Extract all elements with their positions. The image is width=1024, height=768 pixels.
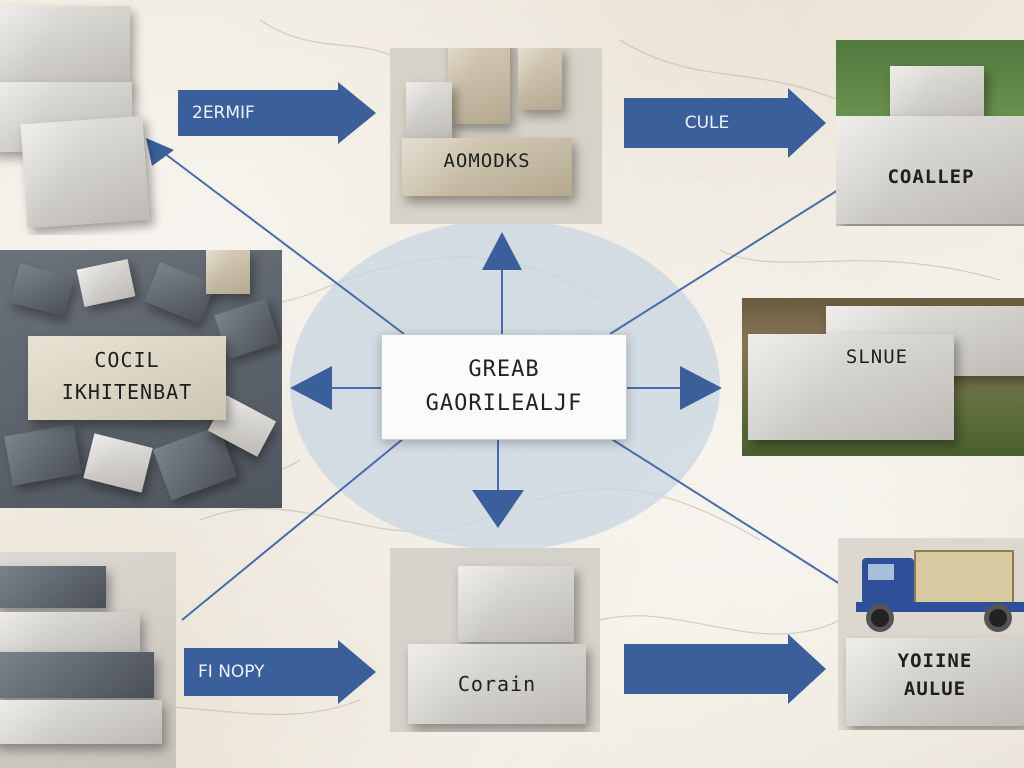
arrowhead-down [472, 490, 524, 528]
line-to-bottom-left [181, 437, 405, 621]
stage-label-left-middle-line1: COCIL [94, 348, 160, 372]
stone-stack-top-left [0, 0, 165, 235]
stage-label-right-middle: SLNUE [845, 346, 909, 368]
stone-block [448, 48, 510, 124]
stone-slab [408, 644, 586, 724]
arrow-banner-bottom-left: FI NOPY [184, 648, 338, 696]
stone-slab [0, 612, 140, 652]
arrow-banner-bottom-right [624, 644, 790, 694]
arrowhead-left [290, 366, 332, 410]
arrow-head-bottom-right [788, 634, 826, 704]
arrow-label-top-right: CULE [684, 113, 730, 133]
stone-block [406, 82, 452, 140]
arrow-label-bottom-left: FI NOPY [198, 662, 265, 682]
stone-slab [0, 700, 162, 744]
stone-block [458, 566, 574, 642]
stone-block [20, 115, 150, 229]
stage-label-top-middle: AOMODKS [443, 150, 531, 172]
truck-icon [856, 544, 1024, 634]
arrow-head-bottom-left [338, 640, 376, 704]
rubble-stone [76, 259, 136, 307]
stone-slab [836, 116, 1024, 224]
rubble-stone [206, 250, 250, 294]
line-to-bottom-right [609, 437, 841, 585]
arrow-head-top-right [788, 88, 826, 158]
line-to-top-right [609, 189, 839, 335]
line-to-top-left [159, 149, 405, 335]
arrowhead-up [482, 232, 522, 270]
stage-label-bottom-right-line2: AULUE [903, 678, 967, 700]
stage-label-left-middle-line2: IKHITENBAT [61, 380, 193, 404]
rubble-stone [83, 433, 153, 493]
rubble-stone [9, 263, 75, 317]
stone-stack-bottom-left [0, 552, 176, 768]
stone-block [518, 48, 562, 110]
stone-slab [0, 652, 154, 698]
stage-panel-top-middle: AOMODKS [390, 48, 602, 224]
stage-label-bottom-right-line1: YOIINE [897, 650, 973, 672]
stone-slab [0, 566, 106, 608]
stage-panel-left-middle: COCIL IKHITENBAT [0, 250, 282, 508]
stone-slab [846, 638, 1024, 726]
arrow-banner-top-left: 2ERMIF [178, 90, 338, 136]
stage-panel-bottom-middle: Corain [390, 548, 600, 732]
stage-label-bottom-middle: Corain [457, 672, 537, 696]
stone-slab [748, 334, 954, 440]
stage-panel-right-middle: SLNUE [742, 298, 1024, 456]
rubble-stone [144, 262, 216, 324]
connector-lines [159, 149, 841, 621]
arrowhead-right [680, 366, 722, 410]
stage-panel-top-right: COALLEP [836, 40, 1024, 226]
stone-slab [402, 138, 572, 196]
arrow-head-top-left [338, 82, 376, 144]
arrow-label-top-left: 2ERMIF [192, 103, 255, 123]
arrow-banner-top-right: CULE [624, 98, 790, 148]
center-title-line2: GAORILEALJF [425, 391, 583, 416]
stage-label-top-right: COALLEP [887, 166, 975, 188]
stone-slab [0, 6, 130, 88]
arrowhead-top-left [146, 138, 174, 166]
center-title-line1: GREAB [468, 357, 540, 382]
label-plaque-left-middle [28, 336, 226, 420]
rubble-stone [4, 424, 82, 486]
center-card: GREAB GAORILEALJF [381, 334, 627, 440]
arrowheads [146, 138, 722, 528]
stage-panel-bottom-right: YOIINE AULUE [838, 538, 1024, 730]
